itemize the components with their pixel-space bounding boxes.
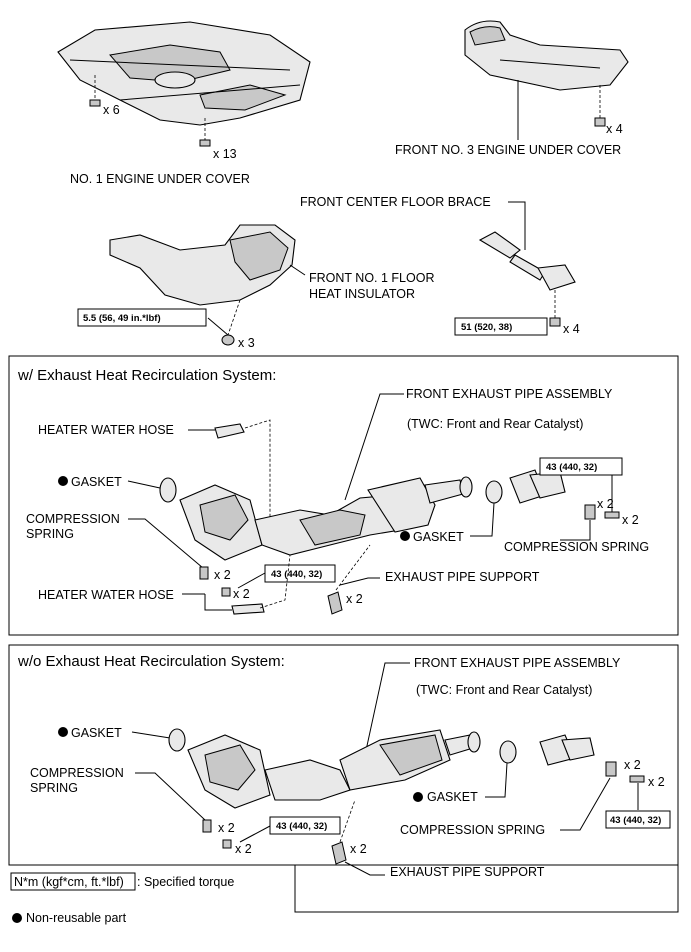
with-system-title: w/ Exhaust Heat Recirculation System:	[17, 367, 276, 384]
wo-front-exhaust-pipe	[187, 729, 481, 809]
hose-icon	[231, 603, 265, 615]
nonreusable-dot-icon	[400, 531, 410, 541]
no1-qty-b: x 13	[213, 147, 237, 161]
insulator-label-1: FRONT NO. 1 FLOOR	[309, 271, 434, 285]
nut-icon	[221, 334, 235, 346]
bolt-icon	[221, 587, 231, 597]
bolt-icon	[199, 139, 211, 147]
w-x2-d: x 2	[622, 513, 639, 527]
spring-icon	[199, 566, 209, 580]
w-torque-left: 43 (440, 32)	[271, 569, 322, 580]
nonreusable-dot-icon	[58, 727, 68, 737]
support-icon	[327, 591, 343, 615]
wo-x2-d: x 2	[648, 775, 665, 789]
wo-gasket-right: GASKET	[427, 790, 478, 804]
wo-x2-e: x 2	[350, 842, 367, 856]
floor-heat-insulator	[109, 224, 296, 306]
without-system-panel	[8, 644, 679, 866]
no3-qty: x 4	[606, 122, 623, 136]
gasket-left	[159, 477, 177, 503]
w-spring-left-1: COMPRESSION	[26, 512, 120, 526]
w-pipe-label: FRONT EXHAUST PIPE ASSEMBLY	[406, 387, 613, 401]
brace-qty: x 4	[563, 322, 580, 336]
w-hose-bottom: HEATER WATER HOSE	[38, 588, 174, 602]
spring-icon	[605, 761, 617, 777]
wo-x2-b: x 2	[235, 842, 252, 856]
w-spring-left-2: SPRING	[26, 527, 74, 541]
support-icon	[331, 841, 347, 865]
legend-nonreusable: Non-reusable part	[26, 911, 127, 925]
no1-qty-a: x 6	[103, 103, 120, 117]
no1-engine-under-cover	[57, 21, 311, 126]
without-system-title: w/o Exhaust Heat Recirculation System:	[17, 653, 285, 670]
insulator-label-2: HEAT INSULATOR	[309, 287, 415, 301]
nonreusable-dot-icon	[58, 476, 68, 486]
gasket-right	[485, 480, 503, 504]
no3-engine-under-cover	[464, 20, 629, 91]
spring-icon	[584, 504, 596, 520]
gasket-right	[499, 740, 517, 764]
spring-icon	[202, 819, 212, 833]
wo-pipe-sub: (TWC: Front and Rear Catalyst)	[416, 683, 592, 697]
bolt-icon	[594, 117, 606, 127]
wo-spring-left-1: COMPRESSION	[30, 766, 124, 780]
gasket-left	[168, 728, 186, 752]
w-torque-right: 43 (440, 32)	[546, 462, 597, 473]
w-gasket-left: GASKET	[71, 475, 122, 489]
w-hose-top: HEATER WATER HOSE	[38, 423, 174, 437]
hose-icon	[214, 423, 245, 439]
pipe-end	[561, 737, 595, 761]
wo-support: EXHAUST PIPE SUPPORT	[390, 865, 545, 879]
bolt-icon	[604, 511, 620, 519]
legend-torque-unit: N*m (kgf*cm, ft.*lbf)	[14, 875, 124, 889]
wo-x2-c: x 2	[624, 758, 641, 772]
w-spring-right: COMPRESSION SPRING	[504, 540, 649, 554]
no3-cover-label: FRONT NO. 3 ENGINE UNDER COVER	[395, 143, 621, 157]
w-x2-b: x 2	[233, 587, 250, 601]
no1-cover-label: NO. 1 ENGINE UNDER COVER	[70, 172, 250, 186]
wo-spring-right: COMPRESSION SPRING	[400, 823, 545, 837]
w-pipe-sub: (TWC: Front and Rear Catalyst)	[407, 417, 583, 431]
wo-torque-right: 43 (440, 32)	[610, 815, 661, 826]
w-x2-e: x 2	[346, 592, 363, 606]
w-support: EXHAUST PIPE SUPPORT	[385, 570, 540, 584]
legend-torque-desc: : Specified torque	[137, 875, 234, 889]
wo-x2-a: x 2	[218, 821, 235, 835]
bolt-icon	[222, 839, 232, 849]
brace-torque: 51 (520, 38)	[461, 322, 512, 333]
w-x2-a: x 2	[214, 568, 231, 582]
bolt-icon	[549, 317, 561, 327]
wo-spring-left-2: SPRING	[30, 781, 78, 795]
w-front-exhaust-pipe	[179, 476, 473, 561]
nonreusable-dot-icon	[12, 913, 22, 923]
bolt-icon	[629, 775, 645, 783]
bolt-icon	[89, 99, 101, 107]
w-gasket-right: GASKET	[413, 530, 464, 544]
wo-gasket-left: GASKET	[71, 726, 122, 740]
insulator-torque: 5.5 (56, 49 in.*lbf)	[83, 313, 161, 324]
nonreusable-dot-icon	[413, 792, 423, 802]
with-system-panel	[8, 355, 679, 636]
insulator-qty: x 3	[238, 336, 255, 350]
floor-brace-label: FRONT CENTER FLOOR BRACE	[300, 195, 491, 209]
wo-pipe-label: FRONT EXHAUST PIPE ASSEMBLY	[414, 656, 621, 670]
legend-torque-box	[10, 872, 136, 891]
w-x2-c: x 2	[597, 497, 614, 511]
floor-center-brace	[478, 231, 576, 291]
wo-torque-left: 43 (440, 32)	[276, 821, 327, 832]
